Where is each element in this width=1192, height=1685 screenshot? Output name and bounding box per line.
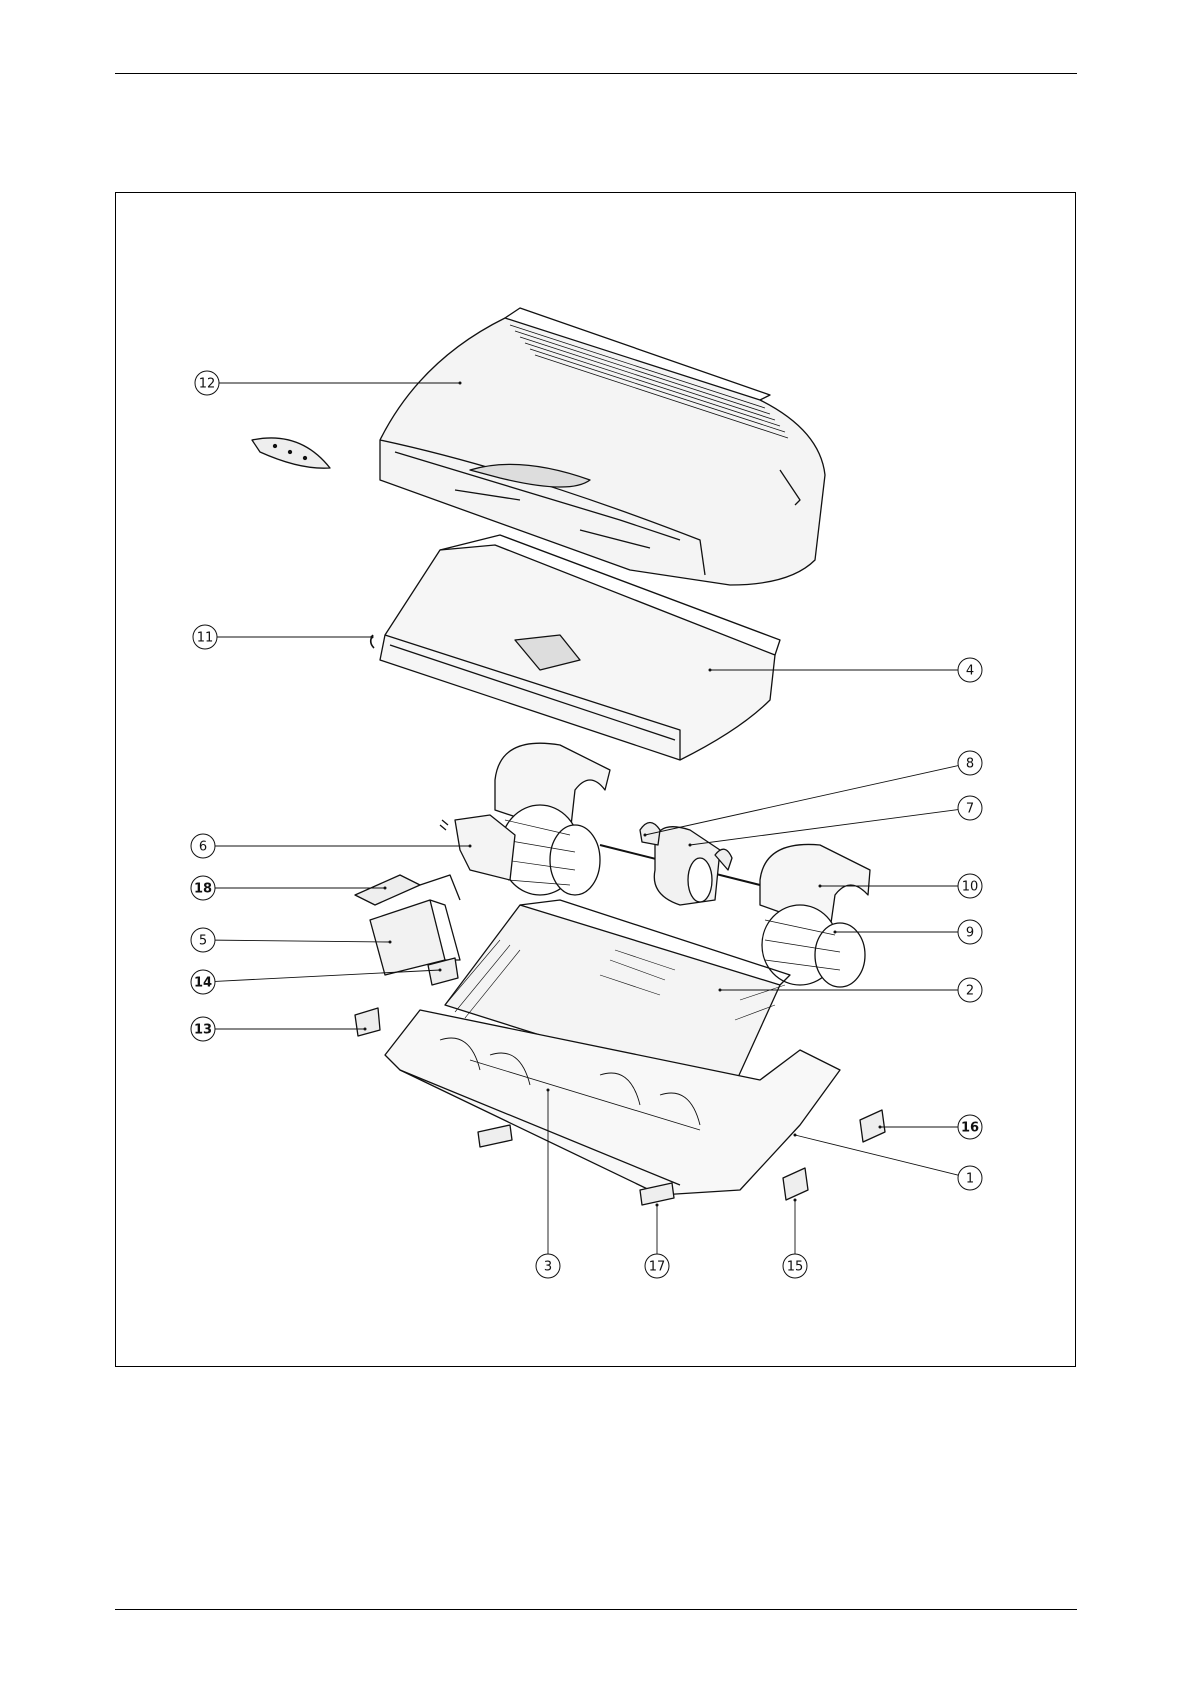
motor-part xyxy=(654,827,720,905)
callout-13: 13 xyxy=(191,1017,367,1041)
callout-number: 8 xyxy=(966,757,974,772)
callout-leader-line xyxy=(795,1135,958,1175)
callout-number: 17 xyxy=(649,1260,666,1275)
callout-number: 14 xyxy=(194,976,212,991)
callout-anchor-dot xyxy=(656,1204,659,1207)
callout-leader-line xyxy=(215,970,440,981)
callout-7: 7 xyxy=(689,796,983,847)
display-panel-part xyxy=(252,438,330,468)
callout-anchor-dot xyxy=(364,1028,367,1031)
callout-number: 12 xyxy=(199,377,216,392)
bracket-15-part xyxy=(783,1168,808,1200)
callout-anchor-dot xyxy=(709,669,712,672)
front-cover-part xyxy=(380,308,825,585)
callout-leader-line xyxy=(645,766,958,835)
callout-anchor-dot xyxy=(819,885,822,888)
callout-number: 9 xyxy=(966,926,974,941)
callout-number: 3 xyxy=(544,1260,552,1275)
bracket-13-part xyxy=(355,1008,380,1036)
callout-number: 10 xyxy=(962,880,979,895)
callout-anchor-dot xyxy=(794,1199,797,1202)
callout-anchor-dot xyxy=(384,887,387,890)
callout-number: 4 xyxy=(966,664,974,679)
callout-anchor-dot xyxy=(719,989,722,992)
callout-1: 1 xyxy=(794,1134,983,1191)
callout-number: 13 xyxy=(194,1023,212,1038)
callout-16: 16 xyxy=(879,1115,983,1139)
control-bracket-part xyxy=(440,815,515,880)
fan-wheel-right-part xyxy=(762,905,865,987)
callout-anchor-dot xyxy=(794,1134,797,1137)
callout-number: 5 xyxy=(199,934,207,949)
callout-anchor-dot xyxy=(439,969,442,972)
callout-number: 7 xyxy=(966,802,974,817)
mounting-bracket-left-part xyxy=(478,1125,512,1147)
callout-14: 14 xyxy=(191,969,442,995)
callout-5: 5 xyxy=(191,928,392,952)
callout-anchor-dot xyxy=(459,382,462,385)
callout-6: 6 xyxy=(191,834,472,858)
bracket-16-part xyxy=(860,1110,885,1142)
callout-leader-line xyxy=(215,940,390,942)
control-box-cover-part xyxy=(355,875,420,905)
callout-number: 16 xyxy=(961,1121,979,1136)
callout-17: 17 xyxy=(645,1204,669,1279)
callout-number: 11 xyxy=(197,631,214,646)
callout-number: 2 xyxy=(966,984,974,999)
fan-wheel-left-part xyxy=(500,805,600,895)
callout-anchor-dot xyxy=(469,845,472,848)
callout-anchor-dot xyxy=(547,1089,550,1092)
callout-8: 8 xyxy=(644,751,983,837)
callout-anchor-dot xyxy=(644,834,647,837)
callout-number: 1 xyxy=(966,1172,974,1187)
callout-anchor-dot xyxy=(689,844,692,847)
callout-anchor-dot xyxy=(834,931,837,934)
callout-anchor-dot xyxy=(389,941,392,944)
callout-anchor-dot xyxy=(879,1126,882,1129)
callout-number: 6 xyxy=(199,840,207,855)
callout-number: 15 xyxy=(787,1260,804,1275)
callout-anchor-dot xyxy=(371,636,374,639)
callout-15: 15 xyxy=(783,1199,807,1279)
callout-11: 11 xyxy=(193,625,374,649)
callout-number: 18 xyxy=(194,882,212,897)
callout-leader-line xyxy=(690,810,958,845)
